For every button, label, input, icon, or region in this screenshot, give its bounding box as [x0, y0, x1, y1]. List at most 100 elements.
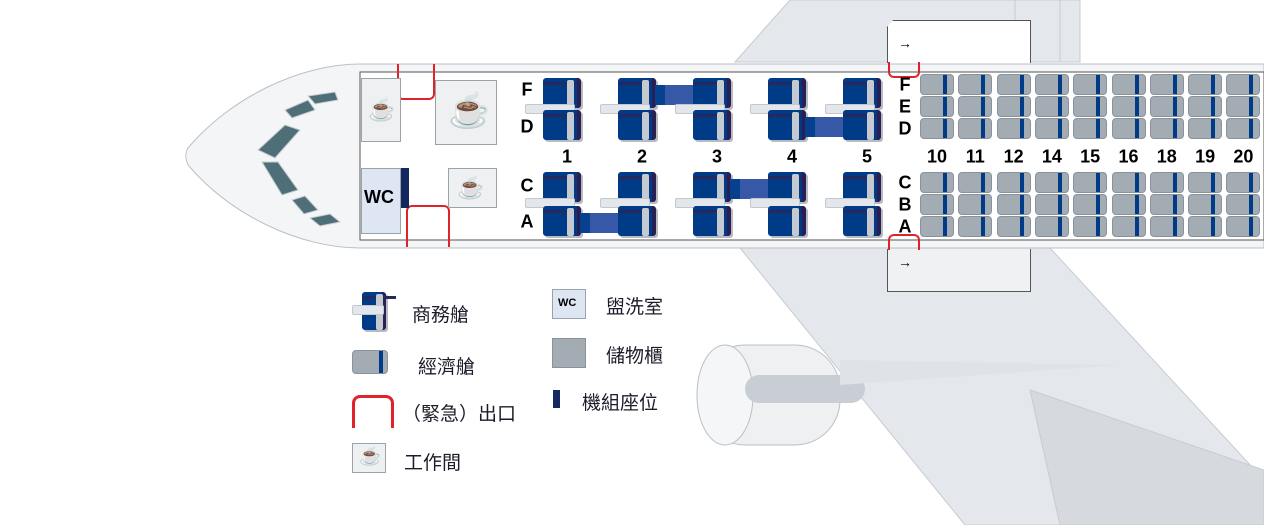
- economy-seat-15D[interactable]: [1073, 118, 1108, 139]
- economy-seat-18B[interactable]: [1149, 194, 1184, 215]
- economy-seat-10A[interactable]: [920, 216, 954, 237]
- economy-seat-18E[interactable]: [1149, 96, 1184, 117]
- economy-seat-16E[interactable]: [1111, 96, 1146, 117]
- business-seat-5C[interactable]: [825, 172, 881, 208]
- seat-back: [543, 110, 581, 140]
- seat-letter-label: D: [898, 118, 912, 139]
- economy-seat-12D[interactable]: [996, 118, 1031, 139]
- economy-seat-14D[interactable]: [1034, 118, 1069, 139]
- economy-seat-19A[interactable]: [1188, 216, 1223, 237]
- economy-seat-18C[interactable]: [1149, 172, 1184, 193]
- seat-back: [693, 206, 731, 236]
- economy-seat-14C[interactable]: [1034, 172, 1069, 193]
- economy-seat-18A[interactable]: [1149, 216, 1184, 237]
- economy-seat-19E[interactable]: [1188, 96, 1223, 117]
- economy-seat-10C[interactable]: [920, 172, 954, 193]
- economy-seat-15C[interactable]: [1073, 172, 1108, 193]
- economy-seat-12E[interactable]: [996, 96, 1031, 117]
- business-seat-3F[interactable]: [655, 78, 731, 114]
- business-seat-3A[interactable]: [693, 206, 731, 236]
- coffee-cup-icon: ☕: [368, 97, 396, 122]
- seat-stripe: [1172, 75, 1177, 94]
- seat-stripe: [943, 195, 947, 214]
- legend-storage-label: 儲物櫃: [606, 346, 664, 367]
- economy-seat-16D[interactable]: [1111, 118, 1146, 139]
- economy-seat-18D[interactable]: [1149, 118, 1184, 139]
- seat-letter-label: F: [521, 79, 533, 100]
- economy-seat-11C[interactable]: [958, 172, 993, 193]
- business-seat-2A[interactable]: [580, 206, 656, 236]
- legend-economy-label: 經濟艙: [418, 357, 476, 378]
- economy-seat-14F[interactable]: [1034, 74, 1069, 95]
- business-seat-2F[interactable]: [600, 78, 656, 114]
- business-seat-3D[interactable]: [693, 110, 731, 140]
- business-seat-4A[interactable]: [768, 206, 806, 236]
- business-seat-5A[interactable]: [843, 206, 881, 236]
- business-seat-5F[interactable]: [825, 78, 881, 114]
- economy-seat-20E[interactable]: [1226, 96, 1261, 117]
- economy-seat-14E[interactable]: [1034, 96, 1069, 117]
- economy-seat-20D[interactable]: [1226, 118, 1261, 139]
- economy-seat-10F[interactable]: [920, 74, 954, 95]
- business-seat-1F[interactable]: [525, 78, 581, 114]
- economy-seat-20B[interactable]: [1226, 194, 1261, 215]
- economy-seat-11B[interactable]: [958, 194, 993, 215]
- business-seat-5D[interactable]: [805, 110, 881, 140]
- economy-seat-11E[interactable]: [958, 96, 993, 117]
- economy-seat-19B[interactable]: [1188, 194, 1223, 215]
- economy-seat-20C[interactable]: [1226, 172, 1261, 193]
- economy-seat-19D[interactable]: [1188, 118, 1223, 139]
- business-seat-4D[interactable]: [768, 110, 806, 140]
- economy-seat-20A[interactable]: [1226, 216, 1261, 237]
- seat-stripe: [1019, 75, 1024, 94]
- business-seat-3C[interactable]: [675, 172, 731, 208]
- business-seat-1C[interactable]: [525, 172, 581, 208]
- economy-seat-14B[interactable]: [1034, 194, 1069, 215]
- economy-seat-16F[interactable]: [1111, 74, 1146, 95]
- coffee-cup-icon: ☕: [359, 446, 382, 466]
- flat-leg-rest: [655, 85, 695, 105]
- seat-arm: [717, 174, 724, 202]
- economy-seat-15E[interactable]: [1073, 96, 1108, 117]
- business-seat-4C[interactable]: [730, 172, 806, 208]
- legend-wc-icon: WC: [552, 289, 586, 319]
- economy-seat-12C[interactable]: [996, 172, 1031, 193]
- economy-seat-11D[interactable]: [958, 118, 993, 139]
- seat-stripe: [1019, 173, 1024, 192]
- economy-seat-20F[interactable]: [1226, 74, 1261, 95]
- row-number-label: 19: [1195, 146, 1216, 167]
- economy-seat-12A[interactable]: [996, 216, 1031, 237]
- business-seat-2C[interactable]: [600, 172, 656, 208]
- economy-seat-15F[interactable]: [1073, 74, 1108, 95]
- row-number-label: 3: [711, 146, 723, 167]
- seat-back: [543, 78, 581, 108]
- economy-seat-12B[interactable]: [996, 194, 1031, 215]
- business-seat-1D[interactable]: [543, 110, 581, 140]
- economy-seat-16B[interactable]: [1111, 194, 1146, 215]
- economy-seat-10E[interactable]: [920, 96, 954, 117]
- business-seat-1A[interactable]: [543, 206, 581, 236]
- seat-stripe: [1134, 119, 1139, 138]
- economy-seat-16C[interactable]: [1111, 172, 1146, 193]
- coffee-cup-icon: ☕: [448, 92, 491, 130]
- economy-seat-19C[interactable]: [1188, 172, 1223, 193]
- economy-seat-10B[interactable]: [920, 194, 954, 215]
- seat-stripe: [1211, 119, 1216, 138]
- business-seat-4F[interactable]: [750, 78, 806, 114]
- seat-arm: [642, 80, 649, 108]
- economy-seat-10D[interactable]: [920, 118, 954, 139]
- economy-seat-19F[interactable]: [1188, 74, 1223, 95]
- economy-seat-18F[interactable]: [1149, 74, 1184, 95]
- seat-stripe: [1249, 119, 1254, 138]
- economy-seat-11A[interactable]: [958, 216, 993, 237]
- economy-seat-15B[interactable]: [1073, 194, 1108, 215]
- economy-seat-16A[interactable]: [1111, 216, 1146, 237]
- economy-seat-15A[interactable]: [1073, 216, 1108, 237]
- seat-back: [843, 206, 881, 236]
- row-number-label: 11: [965, 146, 985, 167]
- economy-seat-12F[interactable]: [996, 74, 1031, 95]
- economy-seat-14A[interactable]: [1034, 216, 1069, 237]
- legend-wc-label: 盥洗室: [606, 297, 664, 318]
- business-seat-2D[interactable]: [618, 110, 656, 140]
- economy-seat-11F[interactable]: [958, 74, 993, 95]
